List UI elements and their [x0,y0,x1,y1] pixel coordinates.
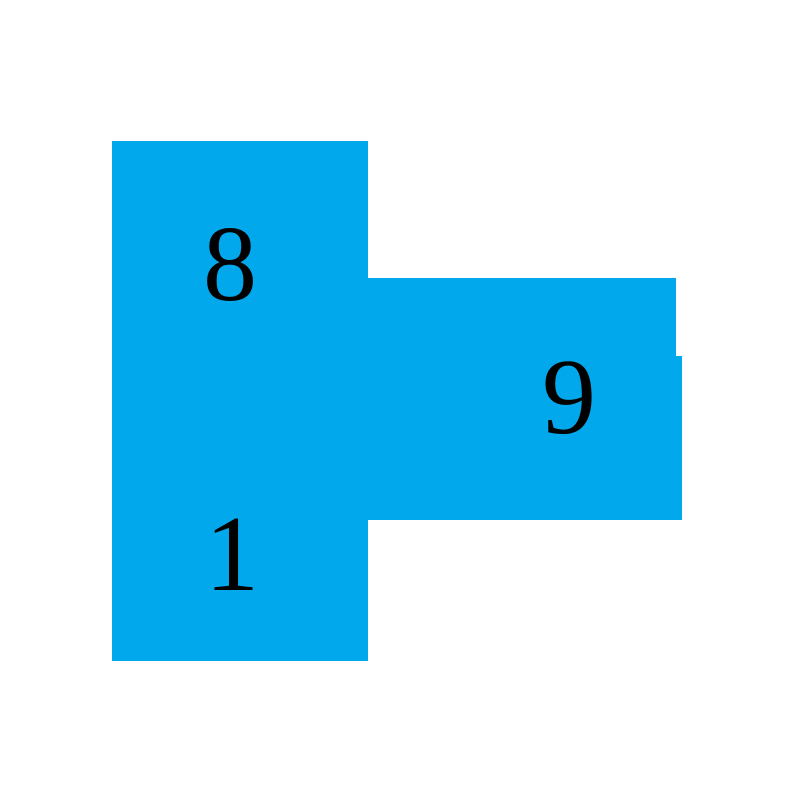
region-label-8: 8 [203,205,257,324]
shape-vertical-block [112,141,368,661]
shape-horizontal-block-step [668,356,682,520]
region-label-1: 1 [205,495,259,614]
region-label-9: 9 [542,338,596,457]
shape-horizontal-block [368,278,676,520]
